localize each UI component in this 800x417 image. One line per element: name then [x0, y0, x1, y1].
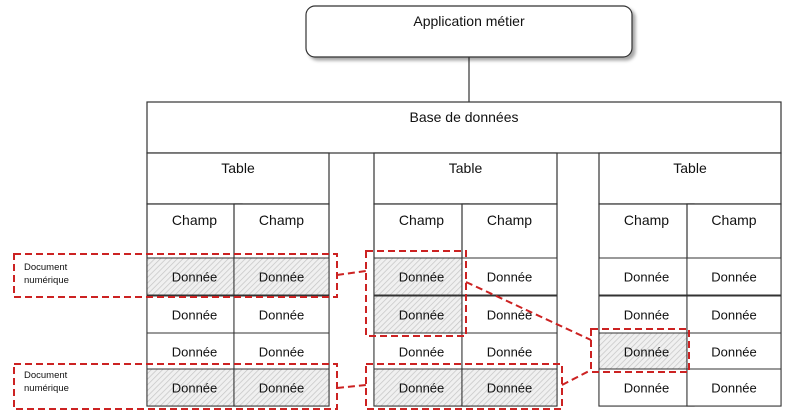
dashed-links-layer: [13, 250, 690, 410]
data-cell-label: Donnée: [399, 269, 445, 284]
document-label-bottom: Document numérique: [24, 370, 69, 394]
tables-layer: TableChampDonnéeDonnéeDonnéeDonnéeChampD…: [146, 152, 782, 407]
data-cell: [146, 295, 243, 334]
data-cell-label: Donnée: [172, 269, 218, 284]
application-label: Application métier: [413, 13, 525, 29]
data-cell-label: Donnée: [711, 344, 757, 359]
link-table2-bottom-to-table3: [561, 369, 592, 386]
table2-frame-top: [365, 250, 467, 337]
data-cell-highlighted: [233, 368, 330, 407]
data-cell: [598, 295, 695, 334]
data-cell: [598, 368, 695, 407]
table-header-label: Table: [221, 160, 255, 176]
data-cell-label: Donnée: [172, 380, 218, 395]
data-cell-label: Donnée: [259, 380, 305, 395]
table3-frame: [590, 328, 690, 373]
data-cell-highlighted: [146, 257, 243, 296]
field-header-label: Champ: [487, 212, 532, 228]
field-header-label: Champ: [711, 212, 756, 228]
data-cell: [686, 368, 782, 407]
application-box: Application métier: [305, 5, 633, 58]
data-cell-label: Donnée: [624, 269, 670, 284]
data-cell: [686, 295, 782, 334]
field-header-label: Champ: [399, 212, 444, 228]
data-cell-label: Donnée: [624, 344, 670, 359]
table-3: TableChampDonnéeDonnéeDonnéeDonnéeChampD…: [598, 152, 782, 407]
table-2: TableChampDonnéeDonnéeDonnéeDonnéeChampD…: [373, 152, 558, 407]
data-cell-label: Donnée: [259, 344, 305, 359]
link-doc-top-to-table2: [336, 270, 367, 276]
field-header-label: Champ: [172, 212, 217, 228]
document-label-bottom-line2: numérique: [24, 383, 69, 394]
data-cell: [686, 257, 782, 296]
data-cell-highlighted: [461, 368, 558, 407]
field-header-label: Champ: [259, 212, 304, 228]
link-doc-bottom-to-table2: [336, 384, 367, 389]
data-cell-label: Donnée: [172, 307, 218, 322]
document-label-bottom-line1: Document: [24, 370, 68, 381]
table-header-label: Table: [673, 160, 707, 176]
data-cell-label: Donnée: [259, 269, 305, 284]
link-table2-to-table3: [465, 281, 592, 341]
document-frame-top: [13, 253, 338, 298]
data-cell-label: Donnée: [624, 380, 670, 395]
data-cell: [461, 257, 558, 296]
data-cell-label: Donnée: [259, 307, 305, 322]
document-label-top-line2: numérique: [24, 275, 69, 286]
table-1: TableChampDonnéeDonnéeDonnéeDonnéeChampD…: [146, 152, 330, 407]
data-cell-label: Donnée: [487, 269, 533, 284]
document-label-top: Document numérique: [24, 262, 69, 286]
document-frame-bottom: [13, 363, 338, 410]
data-cell-label: Donnée: [487, 307, 533, 322]
document-label-top-line1: Document: [24, 262, 68, 273]
data-cell-label: Donnée: [624, 307, 670, 322]
database-box: Base de données: [146, 101, 782, 154]
field-header-label: Champ: [624, 212, 669, 228]
data-cell-label: Donnée: [711, 307, 757, 322]
data-cell-highlighted: [598, 332, 695, 371]
table-header-box: [598, 152, 782, 205]
data-cell-label: Donnée: [711, 380, 757, 395]
data-cell-label: Donnée: [711, 269, 757, 284]
data-cell-highlighted: [233, 257, 330, 296]
data-cell: [686, 332, 782, 371]
data-cell-label: Donnée: [399, 380, 445, 395]
database-label: Base de données: [410, 109, 519, 125]
data-cell-label: Donnée: [487, 380, 533, 395]
data-cell-label: Donnée: [172, 344, 218, 359]
data-cell-label: Donnée: [399, 344, 445, 359]
data-cell-label: Donnée: [487, 344, 533, 359]
data-cell-highlighted: [373, 368, 470, 407]
table-header-label: Table: [449, 160, 483, 176]
data-cell-label: Donnée: [399, 307, 445, 322]
